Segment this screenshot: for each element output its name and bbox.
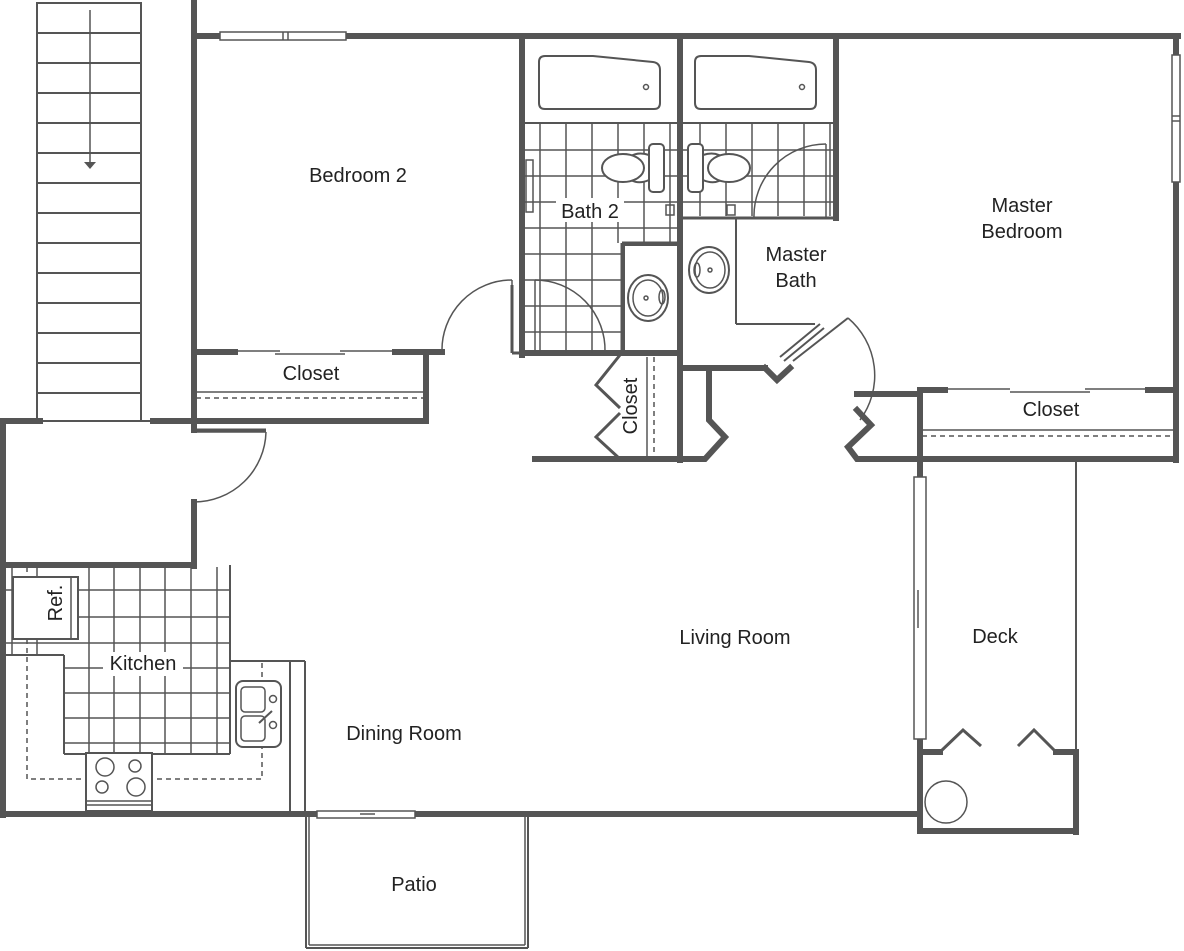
- door-swing-icon: [193, 143, 1058, 754]
- round-fixture-icon: [924, 780, 968, 824]
- label-bath-2: Bath 2: [561, 201, 619, 223]
- label-kitchen: Kitchen: [110, 653, 177, 675]
- towel-bar: [525, 159, 534, 213]
- label-master-bedroom-line2: Bedroom: [981, 221, 1062, 243]
- bath-2: [524, 55, 680, 353]
- toilet-icon: [687, 143, 751, 193]
- windows: [219, 31, 1181, 819]
- sink-icon: [623, 244, 679, 352]
- label-closet-hall: Closet: [620, 377, 642, 434]
- label-master-bedroom-line1: Master: [991, 195, 1052, 217]
- toilet-icon: [601, 143, 665, 193]
- master-bath: [682, 55, 834, 294]
- room-labels: Bedroom 2 Bath 2 Master Bath Master Bedr…: [45, 165, 1080, 896]
- label-closet-master: Closet: [1023, 399, 1080, 421]
- stairs-down-icon: [36, 2, 142, 422]
- bathtub-icon: [694, 55, 817, 110]
- label-master-bath-line2: Bath: [775, 270, 816, 292]
- label-bedroom-2: Bedroom 2: [309, 165, 407, 187]
- sliding-door: [913, 476, 927, 740]
- label-closet-bedroom-2: Closet: [283, 363, 340, 385]
- patio: [305, 816, 529, 949]
- label-deck: Deck: [972, 626, 1019, 648]
- label-patio: Patio: [391, 874, 437, 896]
- refrigerator: [12, 576, 79, 640]
- label-refrigerator: Ref.: [45, 585, 67, 622]
- label-dining-room: Dining Room: [346, 723, 462, 745]
- label-living-room: Living Room: [679, 627, 790, 649]
- label-master-bath-line1: Master: [765, 244, 826, 266]
- double-sink-icon: [235, 680, 282, 748]
- pocket-door: [779, 323, 825, 362]
- bathtub-icon: [538, 55, 661, 110]
- walls: [0, 0, 1181, 835]
- sink-icon: [688, 246, 730, 294]
- stove-icon: [85, 752, 153, 812]
- closet-details: [196, 350, 1174, 457]
